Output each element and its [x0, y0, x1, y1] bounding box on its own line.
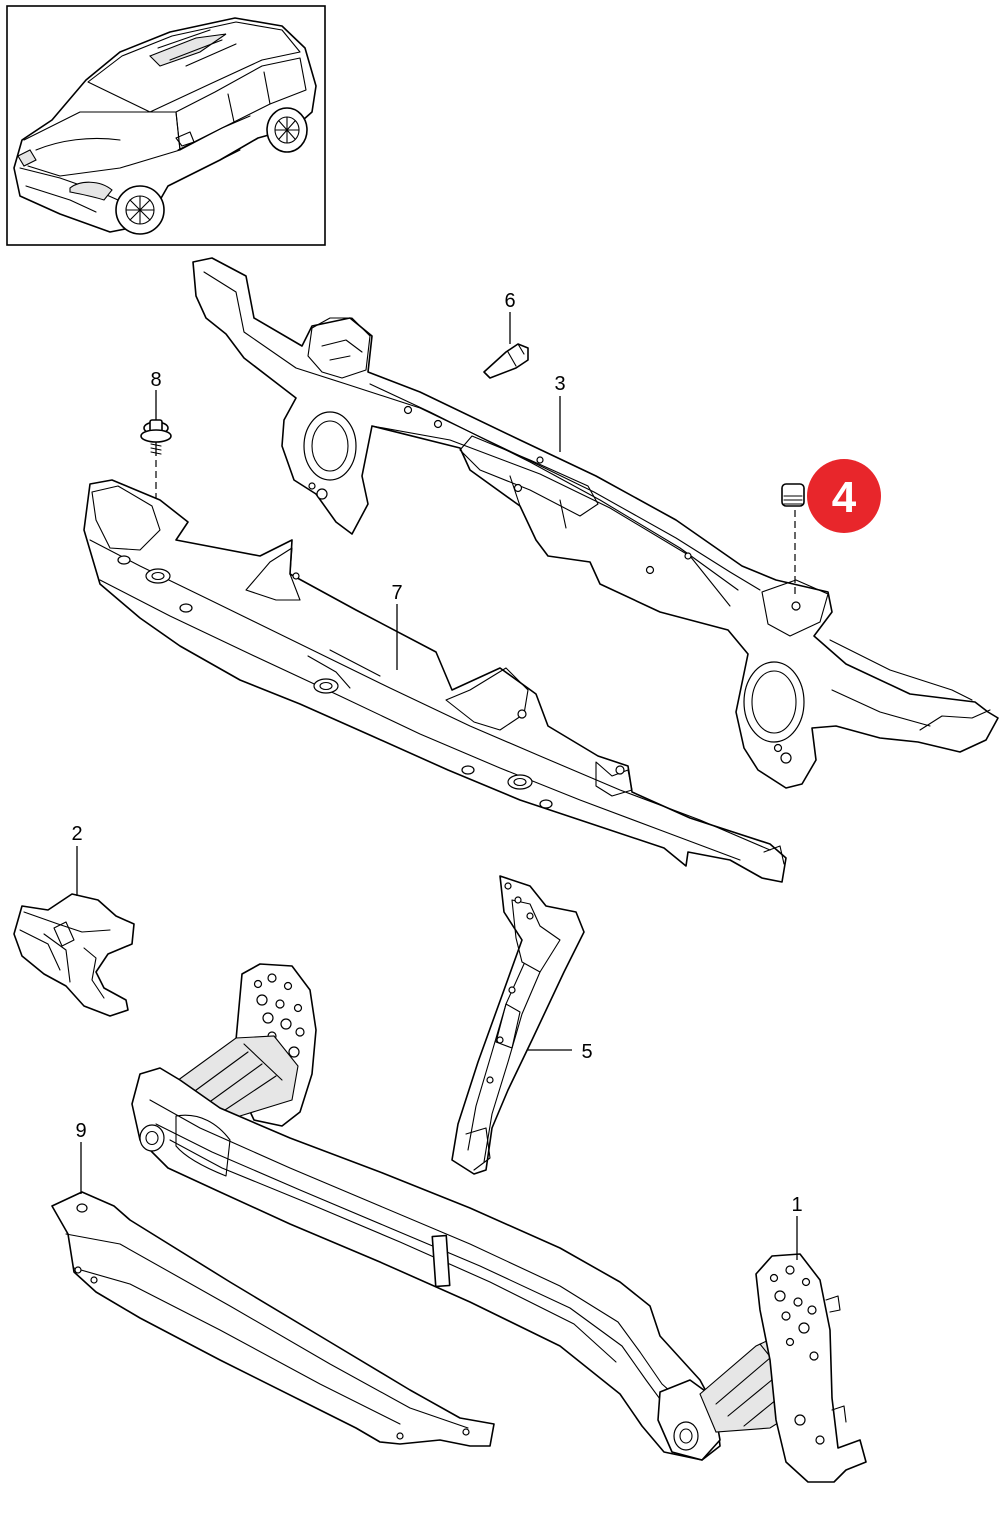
highlight-badge-circle — [807, 459, 881, 533]
part-5-vertical-bracket — [451, 875, 585, 1175]
callout-5: 5 — [581, 1041, 592, 1063]
part-4-highlight-badge[interactable]: 4 — [807, 459, 881, 533]
vehicle-thumbnail — [6, 5, 326, 246]
part-7-lower-cross-member — [83, 479, 787, 883]
part-3-upper-carrier — [192, 257, 999, 789]
callout-7: 7 — [391, 582, 402, 604]
part-9-lower-strip — [51, 1142, 495, 1447]
part-2-bracket — [13, 846, 135, 1017]
part-4-plug — [781, 483, 805, 596]
callout-2: 2 — [71, 823, 82, 845]
callout-3: 3 — [554, 373, 565, 395]
right-plate-holes — [769, 1265, 825, 1445]
part-1-main-crossbeam — [131, 963, 867, 1483]
callout-6: 6 — [504, 290, 515, 312]
callout-1: 1 — [791, 1194, 802, 1216]
callout-9: 9 — [75, 1120, 86, 1142]
highlight-badge-label: 4 — [832, 473, 857, 522]
callout-8: 8 — [150, 369, 161, 391]
suv-illustration — [13, 17, 317, 235]
part-6-sensor-pin — [483, 312, 529, 379]
